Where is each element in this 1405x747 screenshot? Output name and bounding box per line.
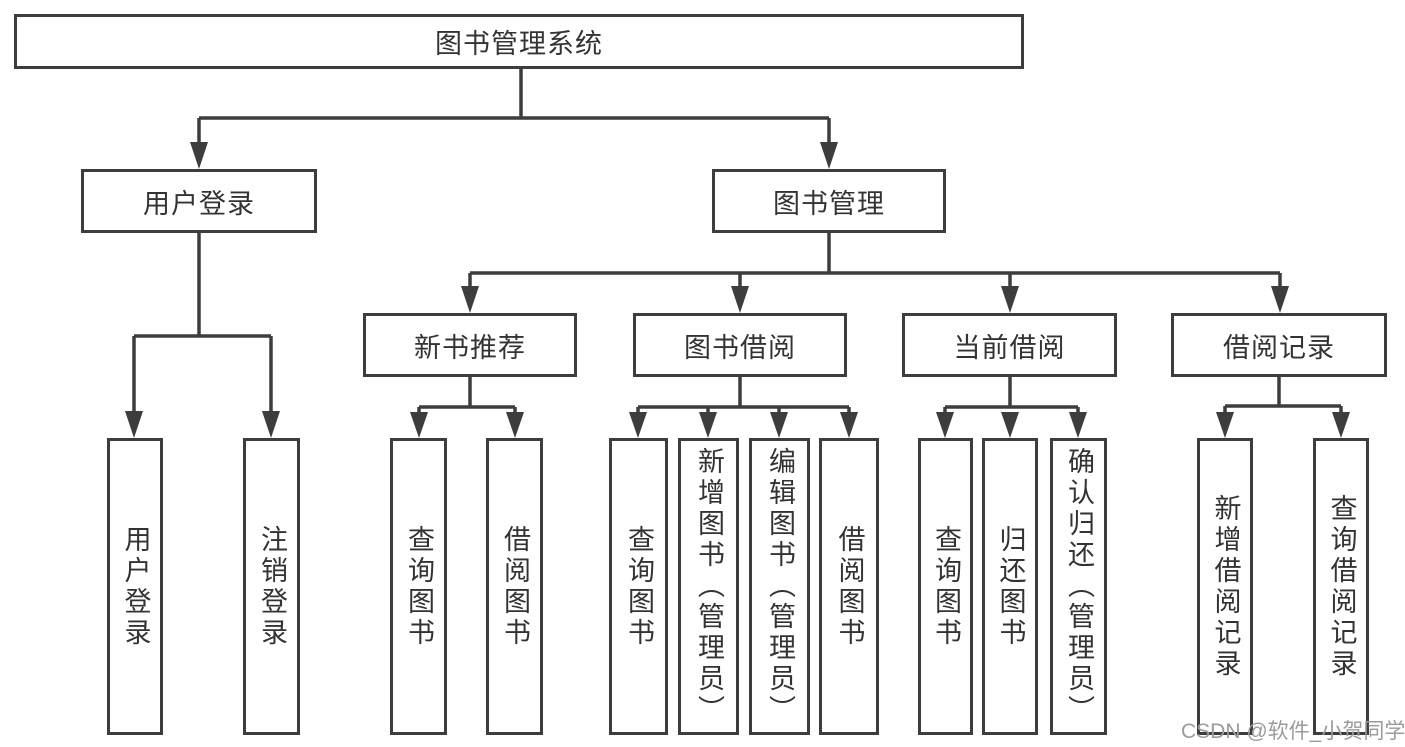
leaf-query-books-borrowing: 查询图书 (609, 438, 668, 735)
node-label: 借阅图书 (500, 524, 530, 649)
arrow-down-icon (731, 286, 749, 313)
node-library-management-system: 图书管理系统 (14, 14, 1024, 69)
node-borrowing-records: 借阅记录 (1171, 313, 1387, 377)
node-label: 查询图书 (624, 524, 654, 649)
node-label: 确认归还（管理员） (1064, 447, 1094, 726)
node-label: 查询图书 (404, 524, 434, 649)
node-label: 当前借阅 (953, 332, 1066, 363)
node-label: 新增图书（管理员） (694, 447, 724, 726)
arrow-down-icon (1332, 412, 1350, 438)
node-label: 新增借阅记录 (1210, 493, 1241, 680)
node-label: 借阅记录 (1223, 332, 1335, 363)
node-label: 查询图书 (931, 524, 961, 649)
arrow-down-icon (1271, 286, 1289, 313)
node-label: 借阅图书 (834, 524, 865, 649)
arrow-down-icon (506, 412, 524, 438)
arrow-down-icon (1001, 286, 1019, 313)
leaf-add-borrow-record: 新增借阅记录 (1197, 438, 1253, 735)
leaf-confirm-return-admin: 确认归还（管理员） (1050, 438, 1107, 735)
node-label: 查询借阅记录 (1326, 493, 1357, 680)
leaf-user-login: 用户登录 (107, 438, 163, 735)
node-user-login: 用户登录 (81, 169, 317, 233)
leaf-edit-book-admin: 编辑图书（管理员） (749, 438, 810, 735)
node-label: 新书推荐 (414, 332, 526, 363)
arrow-down-icon (699, 412, 717, 438)
arrow-down-icon (1069, 412, 1087, 438)
arrow-down-icon (1001, 412, 1019, 438)
arrow-down-icon (770, 412, 788, 438)
watermark: CSDN @软件_小贺同学 (1181, 720, 1405, 743)
leaf-query-borrow-record: 查询借阅记录 (1313, 438, 1369, 735)
node-label: 归还图书 (995, 524, 1026, 649)
arrow-down-icon (629, 412, 647, 438)
node-label: 用户登录 (120, 524, 151, 649)
leaf-return-books: 归还图书 (982, 438, 1038, 735)
node-new-book-recommendation: 新书推荐 (363, 313, 577, 377)
leaf-query-books-recommend: 查询图书 (390, 438, 447, 735)
leaf-logout: 注销登录 (243, 438, 300, 735)
arrow-down-icon (190, 142, 208, 169)
node-current-borrowing: 当前借阅 (902, 313, 1117, 377)
node-book-management: 图书管理 (712, 169, 946, 233)
node-label: 图书借阅 (684, 332, 796, 363)
node-label: 用户登录 (143, 188, 255, 219)
node-label: 图书管理 (773, 188, 885, 219)
leaf-borrow-books-recommend: 借阅图书 (486, 438, 543, 735)
arrow-down-icon (820, 142, 838, 169)
arrow-down-icon (410, 412, 428, 438)
leaf-add-book-admin: 新增图书（管理员） (678, 438, 739, 735)
leaf-query-books-current: 查询图书 (918, 438, 973, 735)
node-book-borrowing: 图书借阅 (633, 313, 847, 377)
leaf-borrow-books-borrowing: 借阅图书 (819, 438, 879, 735)
arrow-down-icon (262, 411, 280, 438)
arrow-down-icon (936, 412, 954, 438)
arrow-down-icon (461, 286, 479, 313)
arrow-down-icon (125, 411, 143, 438)
node-label: 编辑图书（管理员） (765, 447, 795, 726)
node-label: 注销登录 (257, 524, 287, 649)
arrow-down-icon (1216, 412, 1234, 438)
arrow-down-icon (840, 412, 858, 438)
node-label: 图书管理系统 (435, 29, 603, 59)
